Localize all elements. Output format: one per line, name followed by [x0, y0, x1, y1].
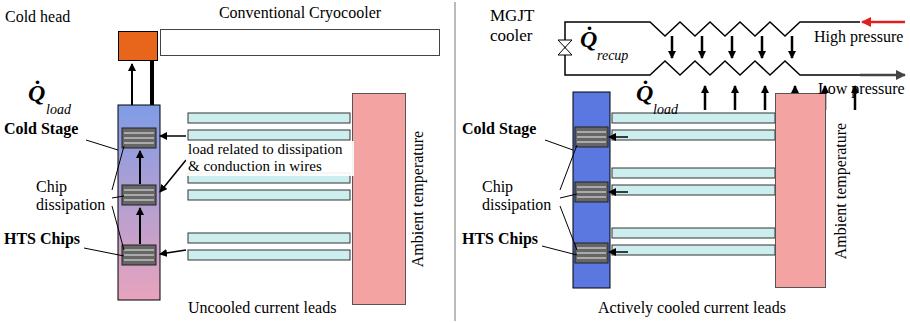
caption-label: Actively cooled current leads — [598, 299, 786, 317]
cold-head: Cold head — [5, 8, 160, 63]
q-symbol: Q̇ — [580, 26, 597, 54]
ambient-box: Ambient temperature — [352, 93, 432, 305]
subscript: load — [653, 102, 678, 118]
ambient-box: Ambient temperature — [775, 93, 855, 288]
title-label: MGJT cooler — [490, 6, 552, 45]
node-label: Conventional Cryocooler — [160, 4, 440, 22]
flow-label: High pressure — [814, 28, 903, 46]
part-label: Chip dissipation — [482, 178, 558, 215]
node-label: Ambient temperature — [832, 122, 850, 258]
node-label: Cold head — [5, 8, 70, 26]
part-label: HTS Chips — [4, 230, 80, 248]
cryocooler-box: Conventional Cryocooler — [160, 2, 440, 58]
q-symbol: Q̇ — [636, 80, 653, 108]
subscript: recup — [597, 48, 628, 64]
cold-head-shape — [118, 31, 158, 61]
caption-label: Uncooled current leads — [188, 299, 336, 317]
node-label: Ambient temperature — [409, 131, 427, 267]
note-label: load related to dissipation & conduction… — [186, 141, 354, 176]
flow-label: Low pressure — [818, 80, 905, 98]
part-label: Cold Stage — [462, 120, 536, 138]
ambient-box-shape — [775, 93, 826, 288]
part-label: Chip dissipation — [36, 178, 112, 215]
part-label: Cold Stage — [4, 120, 78, 138]
cryocooler-box-shape — [160, 29, 440, 56]
part-label: HTS Chips — [462, 230, 538, 248]
ambient-box-shape — [352, 93, 406, 305]
subscript: load — [46, 102, 71, 118]
q-symbol: Q̇ — [28, 80, 45, 108]
